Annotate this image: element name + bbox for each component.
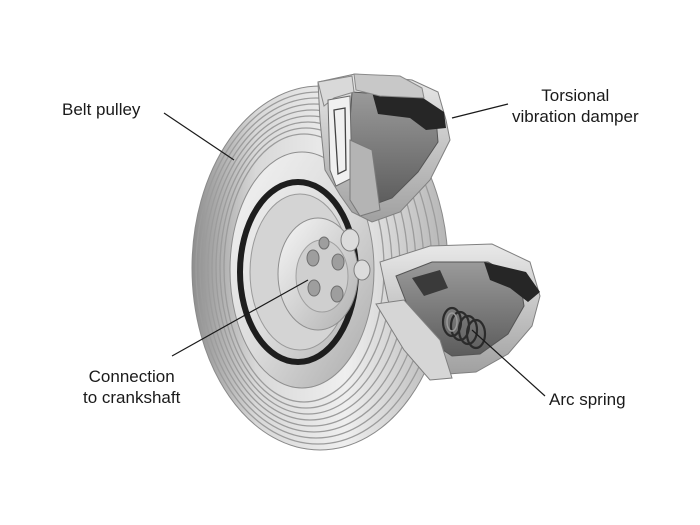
arc-spring <box>441 306 487 350</box>
torsional-damper-section <box>317 73 451 223</box>
label-torsional-vibration-damper: Torsional vibration damper <box>512 85 639 127</box>
label-connection-to-crankshaft: Connection to crankshaft <box>83 366 180 408</box>
leader-arc-spring <box>471 329 546 397</box>
label-connection-line-1: Connection <box>88 367 175 386</box>
label-arc-spring: Arc spring <box>549 390 626 409</box>
label-connection-line-2: to crankshaft <box>83 388 181 407</box>
leader-belt-pulley <box>163 112 235 161</box>
label-damper-line-2: vibration damper <box>512 107 639 126</box>
label-belt-pulley: Belt pulley <box>62 100 141 119</box>
leader-torsional-damper <box>451 103 509 119</box>
lower-cutaway-section <box>375 243 541 381</box>
leader-lines <box>163 103 546 397</box>
leader-connection <box>171 279 309 357</box>
crankshaft-hub <box>249 193 371 351</box>
label-damper-line-1: Torsional <box>541 86 610 105</box>
